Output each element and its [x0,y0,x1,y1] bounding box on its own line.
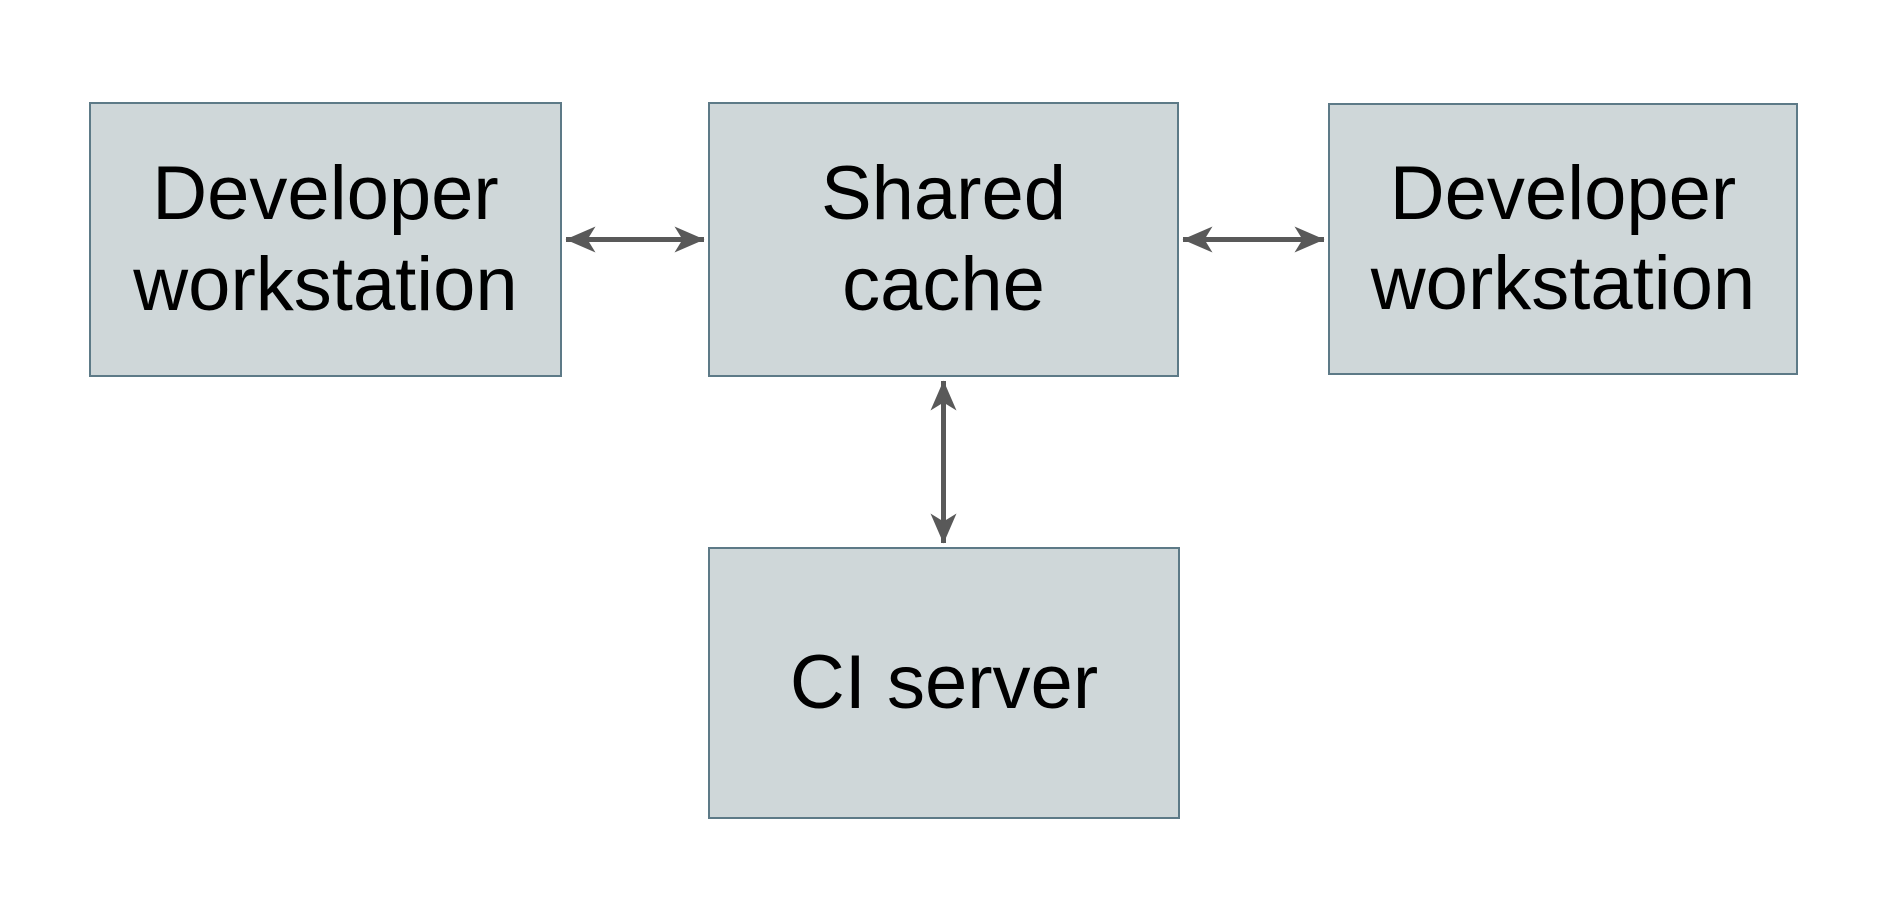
node-label-shared-cache: Shared cache [820,151,1067,327]
node-shared-cache: Shared cache [708,102,1179,377]
node-developer-workstation-right: Developer workstation [1328,103,1798,375]
node-label-developer-workstation-left: Developer workstation [133,151,518,327]
node-label-ci-server: CI server [789,639,1099,725]
node-label-developer-workstation-right: Developer workstation [1370,150,1756,326]
node-ci-server: CI server [708,547,1180,819]
node-developer-workstation-left: Developer workstation [89,102,562,377]
